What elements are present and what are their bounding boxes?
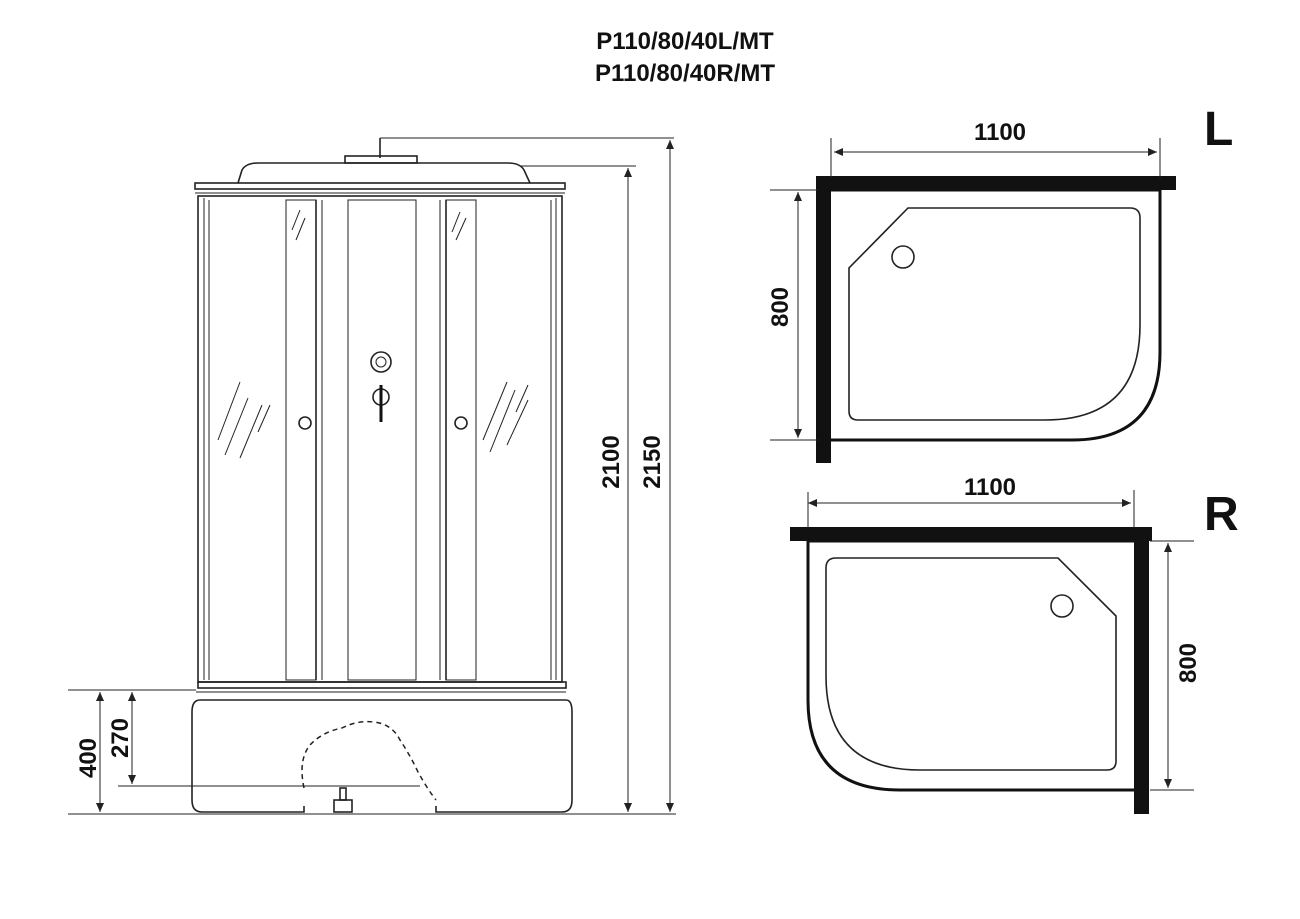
wall-side xyxy=(816,176,831,463)
drain-icon xyxy=(1050,594,1074,618)
plan-view-left: 1100 800 L xyxy=(767,103,1233,463)
wall-side xyxy=(1134,527,1149,814)
model-title-right: P110/80/40R/MT xyxy=(594,60,776,87)
dim-width-left: 1100 xyxy=(974,119,1026,146)
plan-view-right: 1100 800 R xyxy=(790,474,1239,814)
dim-height-cabin: 2100 xyxy=(598,435,625,488)
dim-depth-right: 800 xyxy=(1175,643,1202,683)
front-view: 2150 2100 400 270 xyxy=(68,137,676,815)
mixer-icon xyxy=(370,351,392,422)
dim-height-tray: 400 xyxy=(75,738,102,778)
variant-label-right: R xyxy=(1204,488,1239,541)
wall-back xyxy=(790,527,1152,541)
model-title-left: P110/80/40L/MT xyxy=(596,28,774,55)
drain-icon xyxy=(891,245,915,269)
drain-siphon-icon xyxy=(333,787,353,813)
cabin-walls xyxy=(196,195,567,693)
dim-depth-left: 800 xyxy=(767,287,794,327)
dim-width-right: 1100 xyxy=(964,474,1016,501)
door-handle-left-icon xyxy=(298,416,312,430)
variant-label-left: L xyxy=(1204,103,1233,156)
cabin-roof xyxy=(194,138,566,194)
shower-tray xyxy=(191,699,573,813)
wall-back xyxy=(816,176,1176,190)
dim-height-tray-inner: 270 xyxy=(107,718,134,758)
dim-height-total: 2150 xyxy=(639,435,666,488)
door-handle-right-icon xyxy=(454,416,468,430)
